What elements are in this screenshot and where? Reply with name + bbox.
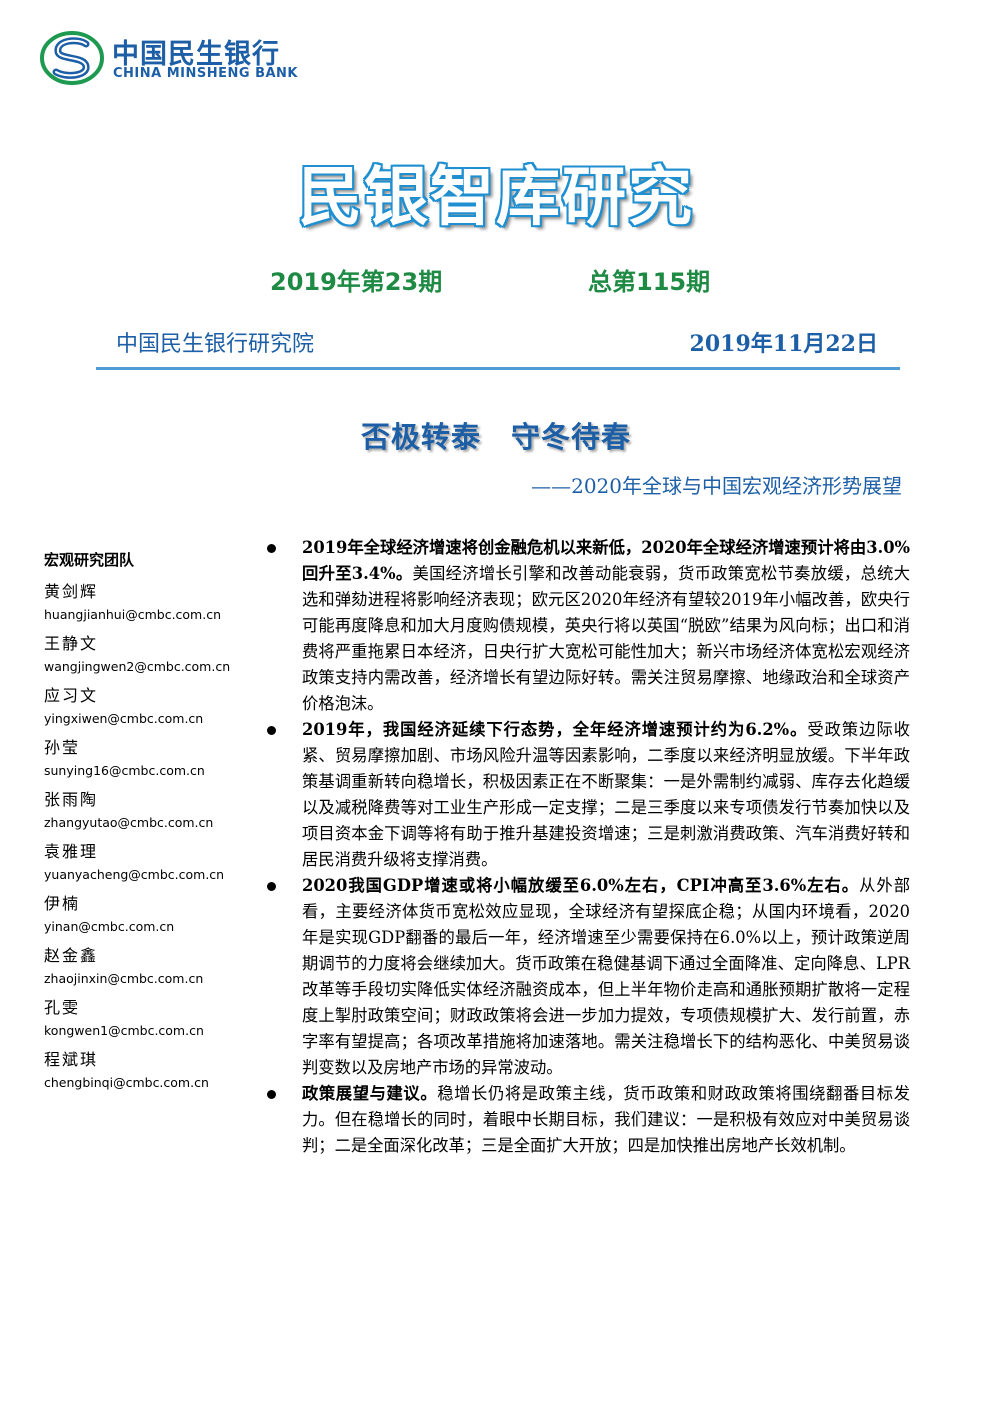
publish-date: 2019年11月22日 (689, 331, 878, 357)
bullet-lead: 2019年全球经济增速将创金融危机以来新低，2020年全球经济增速预计将由3.0… (302, 538, 910, 583)
member-name: 张雨陶 (44, 790, 99, 809)
member-email: zhaojinxin@cmbc.com.cn (44, 971, 204, 986)
team-member: 张雨陶 zhangyutao@cmbc.com.cn (44, 786, 264, 838)
team-member: 程斌琪 chengbinqi@cmbc.com.cn (44, 1046, 264, 1098)
member-email: sunying16@cmbc.com.cn (44, 763, 205, 778)
member-email: yingxiwen@cmbc.com.cn (44, 711, 204, 726)
bank-logo: 中国民生银行 CHINA MINSHENG BANK (40, 30, 330, 86)
bullet-body: 美国经济增长引擎和改善动能衰弱，货币政策宽松节奏放缓，总统大选和弹劾进程将影响经… (302, 564, 910, 713)
issue-number: 2019年第23期 (270, 268, 443, 296)
bullet-body: 受政策边际收紧、贸易摩擦加剧、市场风险升温等因素影响，二季度以来经济明显放缓。下… (302, 720, 910, 869)
summary-bullet: 2020我国GDP增速或将小幅放缓至6.0%左右，CPI冲高至3.6%左右。从外… (267, 873, 910, 1081)
member-name: 袁雅理 (44, 842, 99, 861)
bullet-body: 从外部看，主要经济体货币宽松效应显现，全球经济有望探底企稳；从国内环境看，202… (302, 876, 910, 1077)
member-email: yinan@cmbc.com.cn (44, 919, 175, 934)
member-name: 赵金鑫 (44, 946, 99, 965)
summary-bullet: 政策展望与建议。稳增长仍将是政策主线，货币政策和财政政策将围绕翻番目标发力。但在… (267, 1081, 910, 1159)
member-name: 应习文 (44, 686, 99, 705)
team-title: 宏观研究团队 (44, 551, 135, 569)
member-name: 伊楠 (44, 894, 81, 913)
article-title: 否极转泰 守冬待春 (360, 420, 631, 454)
bullet-dot-icon (267, 544, 276, 553)
logo-chinese-name: 中国民生银行 (112, 39, 280, 70)
team-member: 黄剑辉 huangjianhui@cmbc.com.cn (44, 578, 264, 630)
member-email: chengbinqi@cmbc.com.cn (44, 1075, 209, 1090)
team-member: 孔雯 kongwen1@cmbc.com.cn (44, 994, 264, 1046)
total-issue-number: 总第115期 (588, 268, 711, 296)
institute-name: 中国民生银行研究院 (116, 332, 315, 357)
summary-bullets: 2019年全球经济增速将创金融危机以来新低，2020年全球经济增速预计将由3.0… (267, 535, 910, 1159)
team-member: 王静文 wangjingwen2@cmbc.com.cn (44, 630, 264, 682)
bullet-dot-icon (267, 1090, 276, 1099)
member-email: kongwen1@cmbc.com.cn (44, 1023, 204, 1038)
article-subtitle: ——2020年全球与中国宏观经济形势展望 (531, 474, 902, 498)
header-divider (96, 367, 900, 370)
member-name: 程斌琪 (44, 1050, 99, 1069)
bullet-lead: 2020我国GDP增速或将小幅放缓至6.0%左右，CPI冲高至3.6%左右。 (302, 876, 860, 895)
member-email: yuanyacheng@cmbc.com.cn (44, 867, 225, 882)
member-email: wangjingwen2@cmbc.com.cn (44, 659, 231, 674)
member-name: 孔雯 (44, 998, 81, 1017)
summary-bullet: 2019年，我国经济延续下行态势，全年经济增速预计约为6.2%。受政策边际收紧、… (267, 717, 910, 873)
masthead-title: 民银智库研究 (298, 161, 694, 235)
team-member: 孙莹 sunying16@cmbc.com.cn (44, 734, 264, 786)
bullet-dot-icon (267, 726, 276, 735)
team-member: 袁雅理 yuanyacheng@cmbc.com.cn (44, 838, 264, 890)
bullet-lead: 2019年，我国经济延续下行态势，全年经济增速预计约为6.2%。 (302, 720, 808, 739)
logo-english-name: CHINA MINSHENG BANK (113, 66, 298, 81)
bullet-dot-icon (267, 882, 276, 891)
team-member: 应习文 yingxiwen@cmbc.com.cn (44, 682, 264, 734)
summary-bullet: 2019年全球经济增速将创金融危机以来新低，2020年全球经济增速预计将由3.0… (267, 535, 910, 717)
member-email: zhangyutao@cmbc.com.cn (44, 815, 214, 830)
member-name: 王静文 (44, 634, 99, 653)
team-member: 伊楠 yinan@cmbc.com.cn (44, 890, 264, 942)
team-member: 赵金鑫 zhaojinxin@cmbc.com.cn (44, 942, 264, 994)
bullet-lead: 政策展望与建议。 (302, 1084, 438, 1103)
member-name: 孙莹 (44, 738, 81, 757)
member-name: 黄剑辉 (44, 582, 99, 601)
bullet-body: 稳增长仍将是政策主线，货币政策和财政政策将围绕翻番目标发力。但在稳增长的同时，着… (302, 1084, 910, 1155)
member-email: huangjianhui@cmbc.com.cn (44, 607, 222, 622)
research-team-sidebar: 宏观研究团队 黄剑辉 huangjianhui@cmbc.com.cn 王静文 wan… (44, 542, 264, 1098)
minsheng-logo-icon (40, 31, 104, 85)
